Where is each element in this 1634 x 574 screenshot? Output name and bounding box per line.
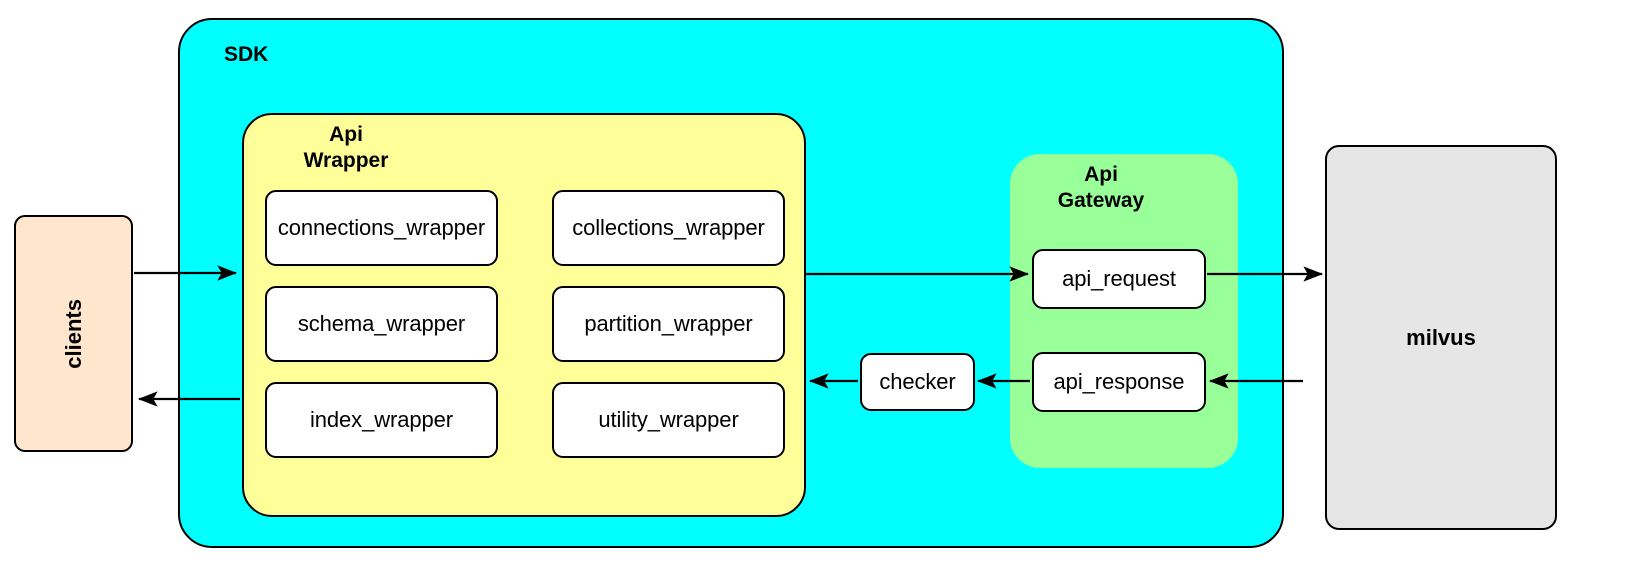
node-index-wrapper[interactable]: index_wrapper (265, 382, 498, 458)
node-schema-wrapper[interactable]: schema_wrapper (265, 286, 498, 362)
node-utility-wrapper[interactable]: utility_wrapper (552, 382, 785, 458)
group-api-gateway: Api Gateway (1010, 154, 1238, 468)
node-checker[interactable]: checker (860, 353, 975, 411)
node-collections-wrapper[interactable]: collections_wrapper (552, 190, 785, 266)
group-api-gateway-label: Api Gateway (1057, 163, 1145, 213)
node-clients-label: clients (60, 298, 86, 369)
node-api-request[interactable]: api_request (1032, 249, 1206, 309)
node-api-response[interactable]: api_response (1032, 352, 1206, 412)
group-sdk-label: SDK (224, 43, 269, 66)
node-partition-wrapper[interactable]: partition_wrapper (552, 286, 785, 362)
group-api-wrapper-label: Api Wrapper (303, 123, 389, 173)
node-connections-wrapper[interactable]: connections_wrapper (265, 190, 498, 266)
node-milvus[interactable]: milvus (1325, 145, 1557, 530)
node-clients[interactable]: clients (14, 215, 133, 452)
